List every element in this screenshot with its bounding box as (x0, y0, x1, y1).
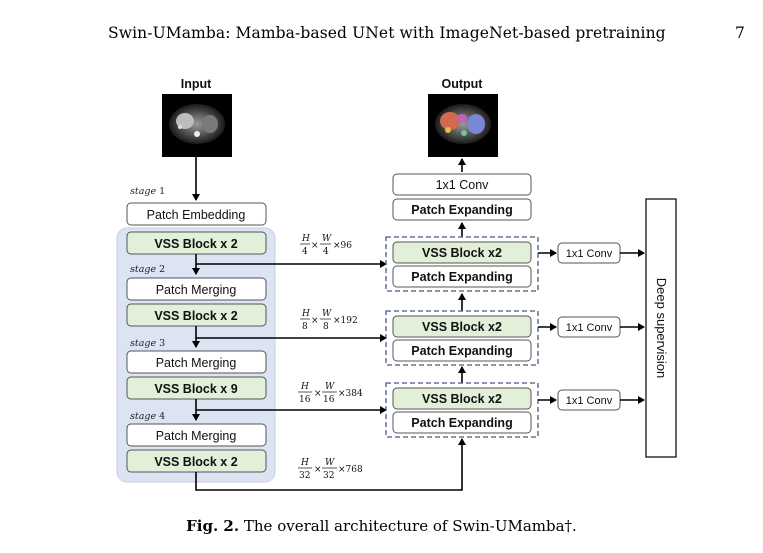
caption-label: Fig. 2. (186, 517, 240, 535)
svg-text:8: 8 (302, 322, 308, 332)
side-conv-1x1-2: 1x1 Conv (557, 316, 621, 338)
svg-text:×: × (314, 389, 322, 399)
running-header-title: Swin-UMamba: Mamba-based UNet with Image… (108, 24, 666, 42)
svg-text:W: W (322, 309, 332, 319)
svg-text:1x1 Conv: 1x1 Conv (566, 322, 613, 334)
decoder-patch-expanding-1: Patch Expanding (392, 265, 532, 288)
svg-text:Patch Expanding: Patch Expanding (411, 203, 512, 217)
decoder-vss-block-3: VSS Block x2 (392, 387, 532, 410)
svg-text:VSS Block x 2: VSS Block x 2 (154, 455, 237, 469)
svg-text:VSS Block x 2: VSS Block x 2 (154, 237, 237, 251)
svg-text:4: 4 (302, 247, 308, 257)
bottleneck-connection (195, 438, 466, 491)
decoder-patch-expanding-2: Patch Expanding (392, 339, 532, 362)
side-conv-1x1-3: 1x1 Conv (557, 389, 621, 411)
top-patch-expanding-box: Patch Expanding (392, 198, 532, 221)
svg-text:16: 16 (299, 395, 311, 405)
output-conv-1x1-box: 1x1 Conv (392, 173, 532, 196)
svg-text:8: 8 (323, 322, 329, 332)
decoder-vss-block-1: VSS Block x2 (392, 241, 532, 264)
svg-text:×384: ×384 (338, 389, 363, 399)
skip-dim-1: H 4 × W 4 ×96 (300, 234, 352, 257)
svg-text:32: 32 (299, 471, 310, 481)
svg-text:32: 32 (323, 471, 334, 481)
svg-text:×192: ×192 (333, 316, 358, 326)
vss-block-stage-2: VSS Block x 2 (126, 303, 267, 327)
skip-dim-4: H 32 × W 32 ×768 (298, 458, 363, 481)
input-ct-image (162, 94, 232, 157)
svg-text:Patch Embedding: Patch Embedding (147, 208, 246, 222)
svg-text:×768: ×768 (338, 465, 363, 475)
svg-text:VSS Block x 2: VSS Block x 2 (154, 309, 237, 323)
deep-supervision-box: Deep supervision (645, 198, 677, 458)
output-segmentation-image (428, 94, 498, 157)
decoder-vss-block-2: VSS Block x2 (392, 315, 532, 338)
svg-text:×: × (311, 316, 319, 326)
vss-block-stage-3: VSS Block x 9 (126, 376, 267, 400)
svg-text:VSS Block x2: VSS Block x2 (422, 246, 502, 260)
side-conv-1x1-1: 1x1 Conv (557, 242, 621, 264)
input-label: Input (181, 77, 212, 91)
svg-text:×: × (311, 241, 319, 251)
svg-text:H: H (301, 309, 310, 319)
svg-text:W: W (325, 382, 335, 392)
svg-text:H: H (300, 458, 309, 468)
patch-merging-stage-3: Patch Merging (126, 350, 267, 374)
caption-text: The overall architecture of Swin-UMamba†… (243, 517, 577, 535)
svg-text:W: W (322, 234, 332, 244)
svg-text:VSS Block x 9: VSS Block x 9 (154, 382, 237, 396)
svg-text:VSS Block x2: VSS Block x2 (422, 320, 502, 334)
svg-text:H: H (301, 234, 310, 244)
patch-merging-stage-2: Patch Merging (126, 277, 267, 301)
svg-text:Patch Merging: Patch Merging (156, 429, 237, 443)
svg-text:4: 4 (323, 247, 329, 257)
svg-text:×: × (314, 465, 322, 475)
patch-embedding-box: Patch Embedding (126, 202, 267, 226)
skip-dim-3: H 16 × W 16 ×384 (298, 382, 363, 405)
skip-dim-2: H 8 × W 8 ×192 (300, 309, 358, 332)
svg-text:H: H (300, 382, 309, 392)
vss-block-stage-1: VSS Block x 2 (126, 231, 267, 255)
output-label: Output (442, 77, 484, 91)
svg-text:Patch Merging: Patch Merging (156, 283, 237, 297)
decoder-patch-expanding-3: Patch Expanding (392, 411, 532, 434)
page-number: 7 (735, 24, 745, 42)
svg-text:1x1 Conv: 1x1 Conv (566, 395, 613, 407)
svg-text:1x1 Conv: 1x1 Conv (436, 178, 490, 192)
figure-caption: Fig. 2. The overall architecture of Swin… (0, 517, 763, 535)
svg-text:Patch Merging: Patch Merging (156, 356, 237, 370)
decoder-group-2 (385, 310, 539, 366)
svg-text:1x1 Conv: 1x1 Conv (566, 248, 613, 260)
svg-text:W: W (325, 458, 335, 468)
svg-text:VSS Block x2: VSS Block x2 (422, 392, 502, 406)
vss-block-stage-4: VSS Block x 2 (126, 449, 267, 473)
decoder-group-1 (385, 236, 539, 292)
svg-text:Deep supervision: Deep supervision (654, 278, 669, 378)
svg-text:Patch Expanding: Patch Expanding (411, 270, 512, 284)
svg-text:16: 16 (323, 395, 335, 405)
patch-merging-stage-4: Patch Merging (126, 423, 267, 447)
svg-text:Patch Expanding: Patch Expanding (411, 344, 512, 358)
svg-text:Patch Expanding: Patch Expanding (411, 416, 512, 430)
decoder-group-3 (385, 382, 539, 438)
svg-text:×96: ×96 (333, 241, 352, 251)
